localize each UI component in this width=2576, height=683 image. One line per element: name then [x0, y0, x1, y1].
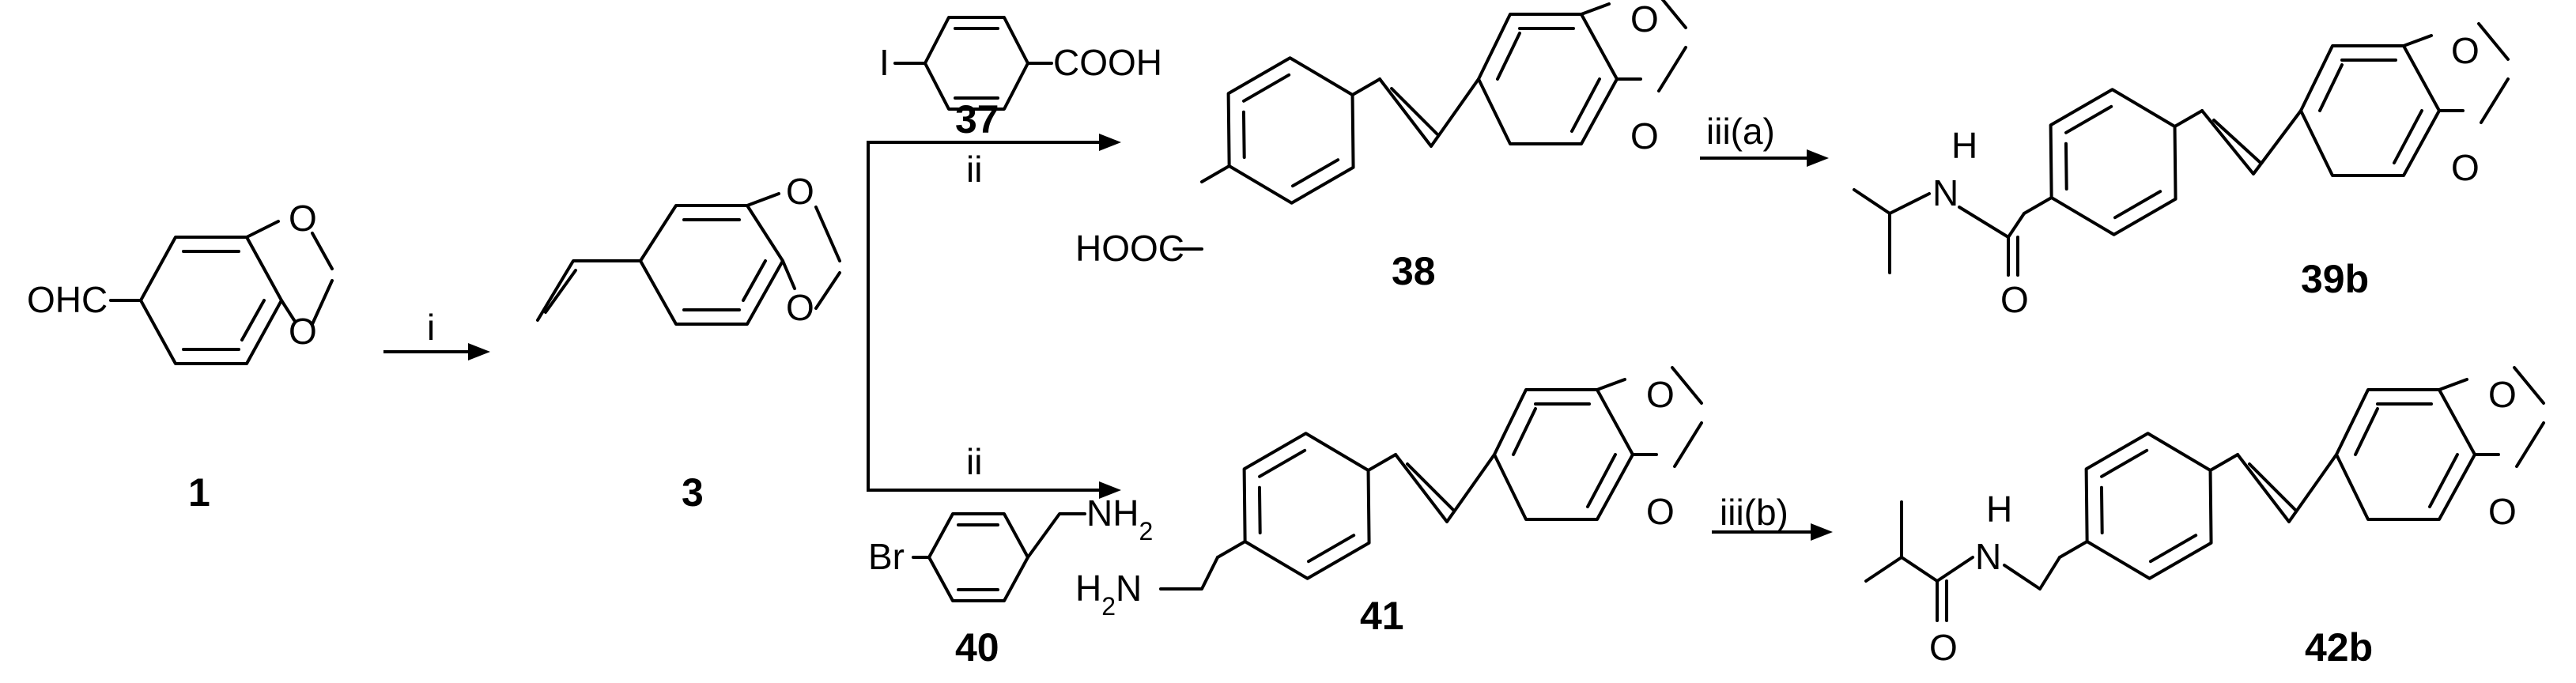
compound-39b-structure: N H O O O [1853, 22, 2510, 320]
compound-37-iodine: I [879, 42, 890, 83]
compound-41-structure: H2N O O [1075, 366, 1703, 621]
reagent-step-ii-bottom: ii [966, 441, 982, 482]
compound-40-bromine: Br [868, 536, 905, 577]
compound-38-structure: HOOC O O [1075, 0, 1687, 269]
compound-39b-oxygen-carbonyl: O [2000, 279, 2029, 320]
compound-39b-oxygen-top: O [2451, 30, 2480, 71]
compound-42b-nitrogen: N [1975, 536, 2001, 577]
compound-1-ohc-label: OHC [27, 279, 108, 320]
compound-3-oxygen-bottom: O [786, 287, 814, 328]
compound-41-amine: H2N [1075, 568, 1142, 621]
compound-41-oxygen-top: O [1646, 374, 1675, 415]
compound-39b-nitrogen: N [1932, 172, 1958, 213]
compound-42b-oxygen-top: O [2488, 374, 2517, 415]
compound-41-label: 41 [1360, 594, 1404, 638]
reagent-step-iii-a: iii(a) [1706, 111, 1775, 152]
compound-40-label: 40 [955, 625, 999, 670]
arrow-step-i [383, 343, 490, 360]
compound-42b-oxygen-bottom: O [2488, 491, 2517, 532]
compound-42b-oxygen-carbonyl: O [1929, 627, 1958, 668]
compound-38-oxygen-top: O [1630, 0, 1659, 40]
branch-line [867, 141, 1052, 492]
compound-1-structure: OHC O O [27, 198, 334, 365]
compound-38-label: 38 [1392, 249, 1436, 293]
compound-1-oxygen-bottom: O [289, 311, 317, 352]
reagent-step-ii-top: ii [966, 149, 982, 190]
compound-41-oxygen-bottom: O [1646, 491, 1675, 532]
compound-42b-nh-hydrogen: H [1986, 489, 2012, 530]
arrow-step-ii-bottom [1052, 481, 1121, 499]
arrow-step-iii-a [1700, 149, 1829, 167]
compound-37-label: 37 [955, 97, 999, 142]
compound-39b-nh-hydrogen: H [1951, 125, 1977, 166]
compound-40-structure: Br NH2 [868, 492, 1153, 602]
compound-3-structure: O O [536, 171, 841, 328]
compound-3-oxygen-top: O [786, 171, 814, 212]
compound-1-oxygen-top: O [289, 198, 317, 239]
compound-38-hooc: HOOC [1075, 228, 1184, 269]
compound-39b-label: 39b [2301, 257, 2369, 301]
compound-37-cooh: COOH [1053, 42, 1162, 83]
reagent-step-i: i [427, 307, 435, 348]
compound-1-label: 1 [188, 470, 210, 515]
compound-39b-oxygen-bottom: O [2451, 147, 2480, 188]
compound-38-oxygen-bottom: O [1630, 115, 1659, 157]
reagent-step-iii-b: iii(b) [1720, 492, 1788, 533]
compound-37-structure: I COOH [879, 16, 1162, 111]
arrow-step-iii-b [1712, 523, 1833, 541]
compound-3-label: 3 [682, 470, 704, 515]
compound-42b-structure: O N H O O [1864, 366, 2545, 668]
compound-42b-label: 42b [2305, 625, 2373, 670]
arrow-step-ii-top [1052, 134, 1121, 151]
compound-40-amine: NH2 [1086, 492, 1153, 545]
